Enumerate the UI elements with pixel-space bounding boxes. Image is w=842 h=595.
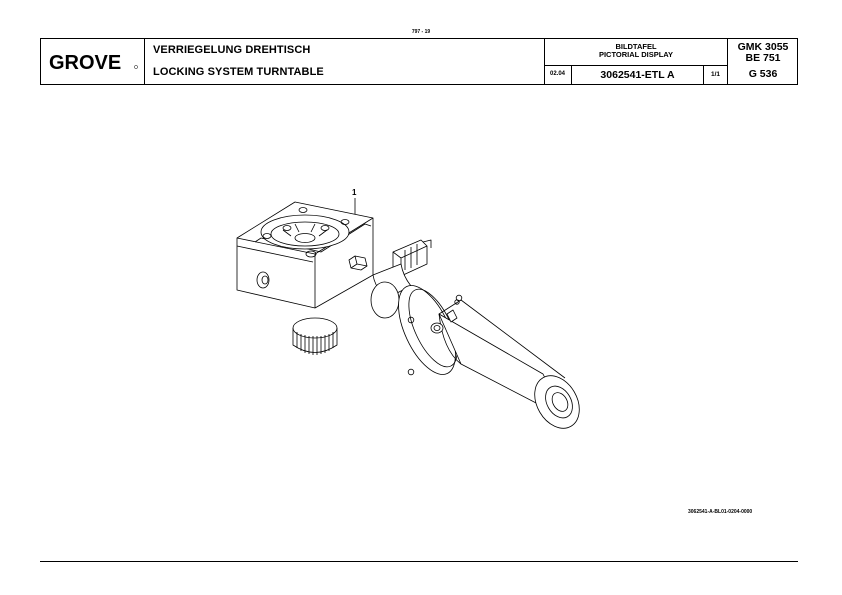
- model-1: GMK 3055: [737, 41, 789, 53]
- hex-plug: [348, 255, 368, 271]
- bildtafel-label: BILDTAFEL: [615, 42, 657, 51]
- grove-logo: GROVE: [41, 39, 145, 84]
- page-number: 797 - 19: [411, 29, 431, 35]
- model-2: BE 751: [745, 52, 781, 64]
- divider: [571, 65, 572, 84]
- model-3: G 536: [748, 68, 778, 80]
- divider: [544, 65, 727, 66]
- title-german: VERRIEGELUNG DREHTISCH: [153, 44, 311, 56]
- drawing-reference: 3062541-A-BL01-0204-0000: [688, 509, 753, 515]
- pictorial-display-label: PICTORIAL DISPLAY: [598, 50, 674, 59]
- part-number: 3062541-ETL A: [600, 69, 675, 81]
- footer-rule: [40, 561, 798, 562]
- revision-date: 02.04: [549, 71, 565, 77]
- part-drawing: 1: [236, 188, 580, 429]
- housing-block: [236, 201, 374, 309]
- mounting-flange: [398, 285, 463, 376]
- divider: [727, 39, 728, 84]
- pinion-gear: [292, 317, 338, 355]
- port-fitting: [430, 309, 458, 334]
- grove-logo-mark: GROVE: [49, 52, 138, 73]
- cylinder-tube: [438, 299, 580, 429]
- grove-logo-text: GROVE: [49, 52, 121, 73]
- callout-label: 1: [352, 188, 357, 197]
- turntable-lock-assembly: [236, 201, 580, 429]
- divider: [703, 65, 704, 84]
- sheet-number: 1/1: [710, 71, 721, 78]
- title-block: GROVE VERRIEGELUNG DREHTISCH LOCKING SYS…: [40, 38, 798, 85]
- divider: [544, 39, 545, 84]
- title-english: LOCKING SYSTEM TURNTABLE: [153, 66, 324, 78]
